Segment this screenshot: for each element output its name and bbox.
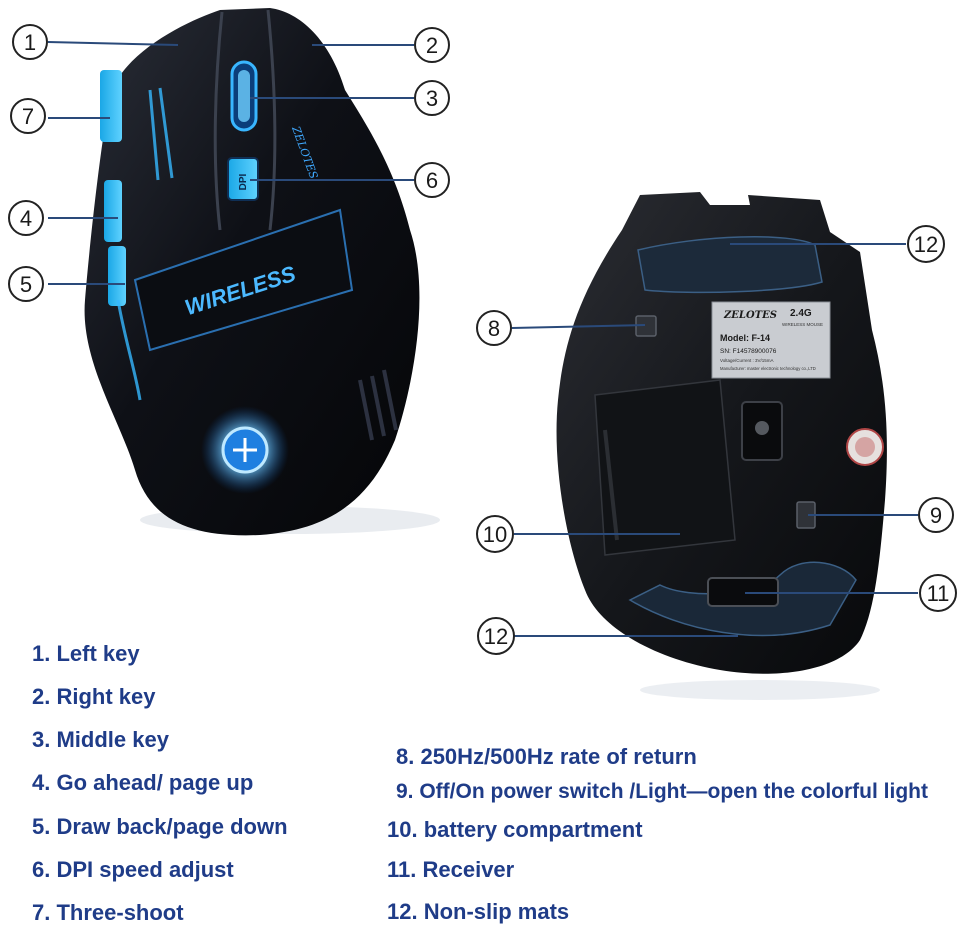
legend-item-6: 6. DPI speed adjust	[32, 857, 234, 882]
legend-item-4: 4. Go ahead/ page up	[32, 770, 254, 795]
callout-12-bottom: 12	[477, 617, 515, 655]
mouse-top-view: DPI WIRELESS ZELOTES	[84, 8, 440, 536]
legend-item-5: 5. Draw back/page down	[32, 814, 288, 839]
legend-item-2: 2. Right key	[32, 684, 156, 709]
legend-item-12: 12. Non-slip mats	[387, 899, 570, 924]
legend-item-1: 1. Left key	[32, 641, 140, 666]
callout-11-number: 11	[927, 581, 950, 606]
leader-lines	[47, 41, 918, 637]
legend-item-8: 8. 250Hz/500Hz rate of return	[396, 744, 697, 769]
callout-3-number: 3	[426, 86, 438, 111]
legend-item-10: 10. battery compartment	[387, 817, 643, 842]
side-vents	[358, 369, 398, 441]
callout-6: 6	[414, 162, 450, 198]
callout-1: 1	[12, 24, 48, 60]
battery-cover-groove	[603, 429, 619, 541]
callout-2: 2	[414, 27, 450, 63]
label-manufacturer: Manufacturer: master electronic technolo…	[720, 366, 816, 371]
callout-12-top: 12	[907, 225, 945, 263]
label-band-caption: WIRELESS MOUSE	[782, 322, 823, 327]
mouse-bottom-view: ZELOTES 2.4G WIRELESS MOUSE Model: F-14 …	[556, 192, 887, 700]
callout-1-number: 1	[24, 30, 36, 55]
product-label-panel	[711, 301, 831, 379]
legend-item-3: 3. Middle key	[32, 727, 169, 752]
right-key-divider	[266, 9, 277, 231]
label-model: Model: F-14	[720, 333, 770, 343]
callout-7-number: 7	[22, 104, 34, 129]
callout-9-number: 9	[930, 503, 942, 528]
quality-sticker	[846, 428, 884, 466]
three-shoot-key[interactable]	[100, 70, 122, 142]
callout-5: 5	[8, 266, 44, 302]
callout-6-number: 6	[426, 168, 438, 193]
quality-sticker-inner	[855, 437, 875, 457]
callout-4-number: 4	[20, 206, 32, 231]
scroll-wheel-glow	[238, 70, 250, 122]
legend-item-7: 7. Three-shoot	[32, 900, 184, 925]
page-up-key[interactable]	[104, 180, 122, 242]
spider-logo-cross	[233, 438, 257, 462]
callout-12-top-number: 12	[914, 232, 938, 257]
callout-10: 10	[476, 515, 514, 553]
leader-line-1	[47, 41, 179, 46]
label-serial: SN: F14578900076	[720, 348, 777, 355]
callout-4: 4	[8, 200, 44, 236]
non-slip-mat-top	[637, 236, 823, 294]
left-glow-stripe	[148, 87, 174, 181]
callout-5-number: 5	[20, 272, 32, 297]
callout-12-bottom-number: 12	[484, 624, 508, 649]
label-voltage: Voltage/Current : 3V/15mA	[720, 358, 774, 363]
callout-11: 11	[919, 574, 957, 612]
label-brand: ZELOTES	[723, 310, 777, 321]
callouts: 1 2 3 6 7 4 5 12	[8, 24, 957, 655]
optical-sensor-lens	[755, 421, 769, 435]
side-glow-stripe	[116, 299, 142, 401]
callout-7: 7	[10, 98, 46, 134]
callout-8: 8	[476, 310, 512, 346]
callout-3: 3	[414, 80, 450, 116]
label-band: 2.4G	[790, 308, 812, 319]
callout-10-number: 10	[483, 522, 507, 547]
legend-item-9: 9. Off/On power switch /Light—open the c…	[396, 780, 928, 803]
left-key-divider	[213, 11, 224, 231]
wireless-panel	[133, 208, 354, 352]
battery-cover[interactable]	[594, 379, 736, 556]
legend-item-11: 11. Receiver	[387, 857, 515, 882]
mouse-bottom-shadow	[640, 680, 880, 700]
page-down-key[interactable]	[108, 246, 126, 306]
leader-line-8	[511, 324, 646, 329]
callout-2-number: 2	[426, 33, 438, 58]
dpi-button-label: DPI	[238, 173, 249, 190]
callout-9: 9	[918, 497, 954, 533]
callout-8-number: 8	[488, 316, 500, 341]
